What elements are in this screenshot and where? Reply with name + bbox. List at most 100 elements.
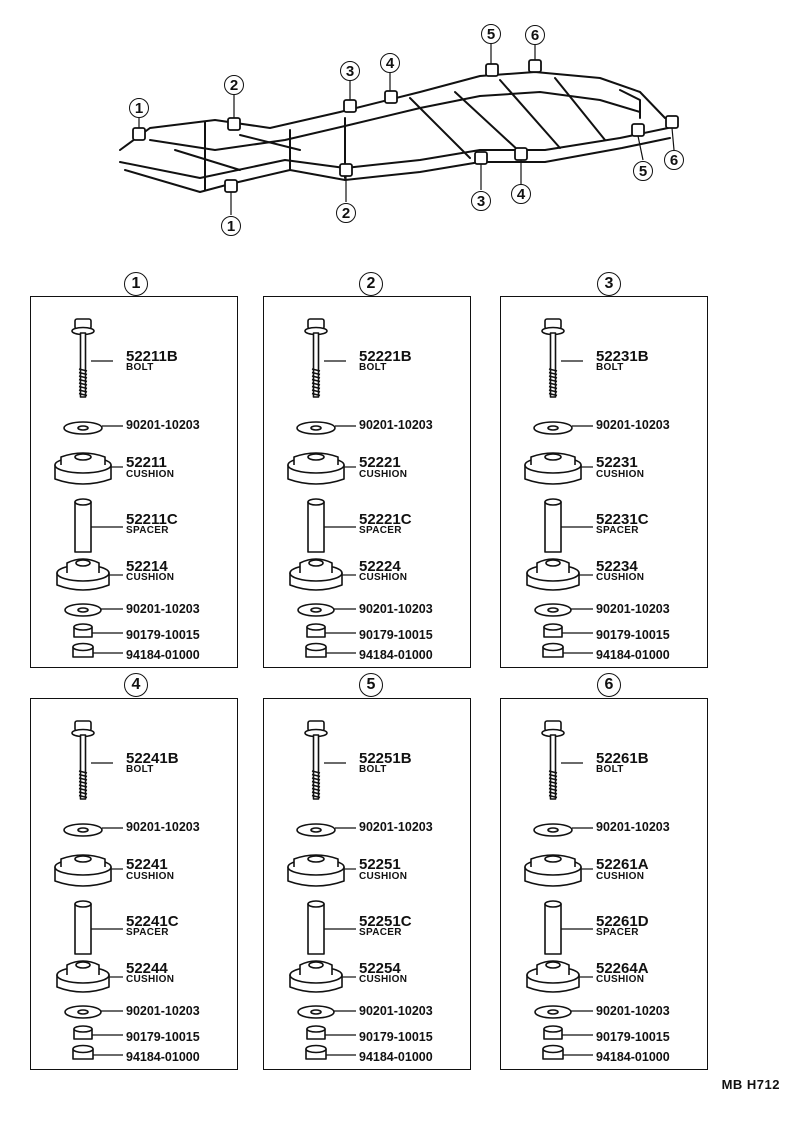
cushion-lower-part-name: CUSHION <box>596 974 645 985</box>
cushion-upper-part-name: CUSHION <box>359 469 408 480</box>
callout-3-top: 3 <box>340 61 360 81</box>
cushion-lower-part-name: CUSHION <box>126 572 175 583</box>
exploded-parts-drawing <box>54 318 123 658</box>
nut-drawing <box>306 623 356 638</box>
washer-bottom-part-number: 90201-10203 <box>126 1004 200 1018</box>
cushion-lower-part-number: 52224 <box>359 558 401 575</box>
spacer-part-number: 52231C <box>596 511 649 528</box>
lock-nut-drawing <box>72 642 123 658</box>
lock-nut-drawing <box>542 1044 593 1060</box>
bolt-drawing <box>304 318 346 398</box>
cushion-lower-drawing <box>56 558 123 591</box>
cushion-upper-drawing <box>524 452 593 485</box>
nut-part-number: 90179-10015 <box>359 1030 433 1044</box>
washer-top-part-number: 90201-10203 <box>596 418 670 432</box>
washer-top-part-number: 90201-10203 <box>126 820 200 834</box>
exploded-parts-drawing <box>287 720 356 1060</box>
cushion-upper-part-number: 52241 <box>126 856 168 873</box>
bolt-drawing <box>304 720 346 800</box>
washer-top-drawing <box>296 823 356 837</box>
bolt-part-name: BOLT <box>596 362 624 373</box>
cushion-lower-part-number: 52234 <box>596 558 638 575</box>
washer-bottom-drawing <box>64 603 123 617</box>
cushion-upper-drawing <box>54 854 123 887</box>
nut-drawing <box>73 1025 123 1040</box>
spacer-part-number: 52261D <box>596 913 649 930</box>
cushion-lower-drawing <box>56 960 123 993</box>
lock-nut-drawing <box>305 642 356 658</box>
lock-nut-drawing <box>542 642 593 658</box>
cushion-lower-drawing <box>526 558 593 591</box>
nut-part-number: 90179-10015 <box>126 628 200 642</box>
bolt-part-number: 52231B <box>596 348 649 365</box>
washer-bottom-part-number: 90201-10203 <box>596 1004 670 1018</box>
bolt-drawing <box>71 318 113 398</box>
bolt-part-name: BOLT <box>359 362 387 373</box>
cushion-lower-drawing <box>289 558 356 591</box>
bolt-part-number: 52251B <box>359 750 412 767</box>
washer-top-part-number: 90201-10203 <box>359 418 433 432</box>
bolt-drawing <box>541 318 583 398</box>
exploded-parts-drawing <box>54 720 123 1060</box>
lock-nut-part-number: 94184-01000 <box>126 648 200 662</box>
spacer-part-name: SPACER <box>596 525 639 536</box>
spacer-drawing <box>307 900 356 955</box>
cushion-lower-part-number: 52264A <box>596 960 649 977</box>
panel-3-heading: 3 <box>597 272 621 296</box>
bolt-part-name: BOLT <box>126 764 154 775</box>
nut-part-number: 90179-10015 <box>596 628 670 642</box>
callout-4-top: 4 <box>380 53 400 73</box>
callout-4-bottom: 4 <box>511 184 531 204</box>
washer-top-drawing <box>63 823 123 837</box>
cushion-lower-part-name: CUSHION <box>359 572 408 583</box>
spacer-part-number: 52241C <box>126 913 179 930</box>
washer-top-part-number: 90201-10203 <box>359 820 433 834</box>
cushion-upper-drawing <box>287 854 356 887</box>
cushion-upper-part-number: 52261A <box>596 856 649 873</box>
spacer-part-number: 52211C <box>126 511 178 528</box>
cushion-upper-part-name: CUSHION <box>596 871 645 882</box>
vehicle-frame-illustration <box>119 44 679 215</box>
spacer-part-name: SPACER <box>359 525 402 536</box>
spacer-part-name: SPACER <box>126 525 169 536</box>
washer-bottom-drawing <box>297 603 356 617</box>
washer-bottom-part-number: 90201-10203 <box>359 602 433 616</box>
cushion-upper-part-number: 52231 <box>596 454 638 471</box>
spacer-part-name: SPACER <box>126 927 169 938</box>
nut-drawing <box>73 623 123 638</box>
exploded-parts-drawing <box>524 720 593 1060</box>
washer-bottom-drawing <box>64 1005 123 1019</box>
panel-6-heading: 6 <box>597 673 621 697</box>
panel-5-heading: 5 <box>359 673 383 697</box>
panel-2-heading: 2 <box>359 272 383 296</box>
washer-bottom-part-number: 90201-10203 <box>596 602 670 616</box>
panel-4-heading: 4 <box>124 673 148 697</box>
callout-6-top: 6 <box>525 25 545 45</box>
bolt-drawing <box>71 720 113 800</box>
lock-nut-drawing <box>305 1044 356 1060</box>
nut-drawing <box>543 1025 593 1040</box>
washer-bottom-drawing <box>297 1005 356 1019</box>
washer-bottom-drawing <box>534 1005 593 1019</box>
bolt-part-number: 52261B <box>596 750 649 767</box>
washer-top-drawing <box>533 421 593 435</box>
cushion-lower-part-number: 52254 <box>359 960 401 977</box>
bolt-drawing <box>541 720 583 800</box>
cushion-upper-drawing <box>287 452 356 485</box>
washer-bottom-part-number: 90201-10203 <box>126 602 200 616</box>
callout-3-bottom: 3 <box>471 191 491 211</box>
exploded-parts-drawing <box>524 318 593 658</box>
cushion-upper-drawing <box>524 854 593 887</box>
spacer-drawing <box>307 498 356 553</box>
lock-nut-part-number: 94184-01000 <box>596 1050 670 1064</box>
cushion-upper-part-name: CUSHION <box>126 469 175 480</box>
nut-part-number: 90179-10015 <box>126 1030 200 1044</box>
washer-bottom-drawing <box>534 603 593 617</box>
bolt-part-number: 52221B <box>359 348 412 365</box>
spacer-part-name: SPACER <box>596 927 639 938</box>
cushion-upper-part-name: CUSHION <box>596 469 645 480</box>
